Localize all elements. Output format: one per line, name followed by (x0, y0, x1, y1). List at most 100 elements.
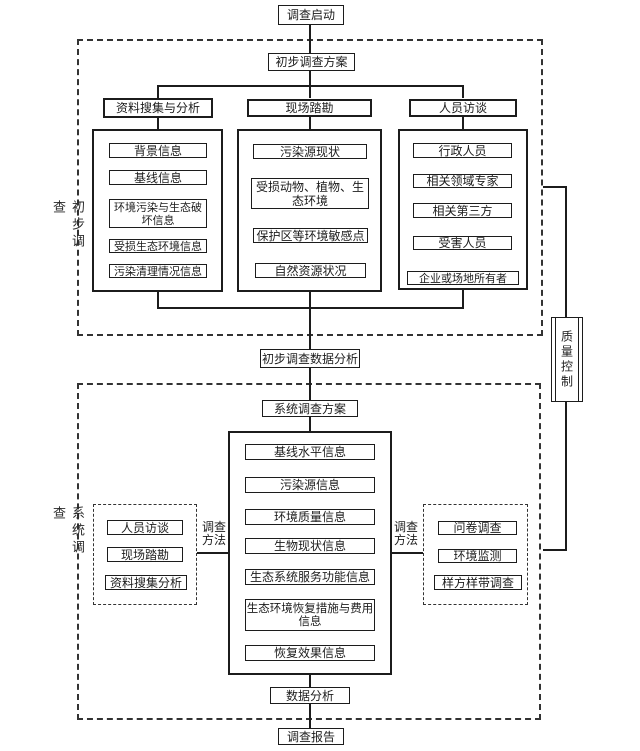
connector (309, 703, 311, 728)
right-methods-frame (423, 504, 528, 605)
start-node: 调查启动 (278, 5, 344, 25)
item-box: 生态环境恢复措施与费用信息 (245, 599, 375, 631)
item-box: 保护区等环境敏感点 (253, 228, 368, 243)
interviews-group (398, 129, 528, 290)
item-box: 行政人员 (413, 143, 512, 158)
connector (309, 292, 311, 309)
connector (543, 549, 567, 551)
item-box: 基线信息 (109, 170, 207, 185)
item-label: 保护区等环境敏感点 (256, 228, 365, 243)
column-header-label: 现场踏勘 (285, 101, 334, 115)
item-box: 资料搜集分析 (105, 575, 187, 590)
connector (309, 416, 311, 431)
item-box: 相关领域专家 (413, 174, 512, 188)
item-label: 受损动物、植物、生态环境 (255, 179, 364, 208)
column-header-site-survey: 现场踏勘 (247, 99, 372, 117)
item-label: 问卷调查 (453, 521, 502, 535)
item-box: 样方样带调查 (434, 575, 522, 590)
left-methods-frame (93, 504, 197, 605)
column-header-label: 资料搜集与分析 (115, 101, 200, 115)
connector (309, 85, 311, 98)
item-label: 人员访谈 (120, 520, 169, 535)
connector (462, 85, 464, 98)
item-box: 人员访谈 (107, 520, 183, 535)
item-box: 问卷调查 (438, 521, 517, 535)
item-box: 污染清理情况信息 (109, 264, 207, 278)
column-header-interviews: 人员访谈 (409, 99, 517, 117)
connector (462, 117, 464, 129)
item-label: 生态系统服务功能信息 (249, 570, 370, 584)
item-label: 现场踏勘 (120, 547, 169, 562)
connector (309, 675, 311, 687)
item-box: 现场踏勘 (107, 547, 183, 562)
item-label: 相关领域专家 (426, 174, 499, 188)
system-survey-center-group (228, 431, 392, 675)
item-label: 污染清理情况信息 (114, 264, 202, 278)
item-box: 受害人员 (413, 236, 512, 250)
site-survey-group (237, 129, 382, 292)
item-label: 环境质量信息 (273, 510, 346, 524)
item-label: 企业或场地所有者 (419, 271, 507, 285)
connector (565, 402, 567, 551)
quality-control-sidebar (555, 318, 556, 401)
start-node-label: 调查启动 (286, 8, 335, 22)
item-box: 企业或场地所有者 (407, 271, 519, 285)
item-label: 环境监测 (453, 549, 502, 563)
item-label: 样方样带调查 (441, 575, 514, 590)
preliminary-stage-label: 初步调查 (50, 200, 84, 251)
connector (197, 552, 228, 554)
connector (309, 24, 311, 53)
quality-control-sidebar (578, 318, 579, 401)
item-box: 污染源信息 (245, 477, 375, 493)
item-label: 资料搜集分析 (109, 575, 182, 590)
preliminary-data-analysis-label: 初步调查数据分析 (261, 351, 358, 366)
item-box: 环境污染与生态破坏信息 (109, 199, 207, 228)
item-box: 生态系统服务功能信息 (245, 569, 375, 585)
item-box: 受损动物、植物、生态环境 (251, 178, 369, 209)
report-label: 调查报告 (286, 729, 335, 744)
item-label: 相关第三方 (432, 203, 493, 218)
system-stage-label: 系统调查 (50, 506, 84, 557)
connector (309, 307, 311, 349)
item-box: 污染源现状 (253, 144, 367, 159)
item-label: 环境污染与生态破坏信息 (114, 200, 202, 227)
item-label: 生态环境恢复措施与费用信息 (246, 600, 374, 628)
item-box: 恢复效果信息 (245, 645, 375, 661)
item-box: 自然资源状况 (255, 263, 366, 278)
item-box: 相关第三方 (413, 203, 512, 218)
item-label: 基线信息 (133, 170, 182, 185)
connector (309, 70, 311, 86)
connector (157, 117, 159, 129)
item-box: 受损生态环境信息 (109, 239, 207, 253)
item-box: 环境监测 (438, 549, 517, 563)
system-plan-node: 系统调查方案 (262, 400, 358, 417)
item-label: 背景信息 (133, 143, 182, 158)
quality-control-node: 质量控制 (551, 317, 583, 402)
system-plan-label: 系统调查方案 (273, 401, 346, 416)
data-collection-group (92, 129, 223, 292)
item-label: 基线水平信息 (273, 445, 346, 459)
data-analysis-node: 数据分析 (270, 687, 350, 704)
connector (543, 186, 567, 188)
data-analysis-label: 数据分析 (285, 688, 334, 703)
item-box: 生物现状信息 (245, 538, 375, 554)
connector (309, 117, 311, 129)
item-label: 生物现状信息 (273, 539, 346, 553)
column-header-label: 人员访谈 (438, 101, 487, 115)
quality-control-label: 质量控制 (559, 329, 574, 390)
right-method-label: 调查方法 (393, 520, 418, 547)
connector (391, 552, 423, 554)
connector (462, 290, 464, 309)
report-node: 调查报告 (278, 728, 344, 745)
item-label: 自然资源状况 (274, 263, 347, 278)
preliminary-plan-label: 初步调查方案 (275, 55, 348, 69)
item-box: 基线水平信息 (245, 444, 375, 460)
item-label: 受损生态环境信息 (114, 239, 202, 253)
preliminary-data-analysis-node: 初步调查数据分析 (260, 349, 360, 368)
connector (157, 85, 159, 98)
item-label: 污染源信息 (279, 478, 340, 492)
connector (157, 292, 159, 309)
item-box: 环境质量信息 (245, 509, 375, 525)
left-method-label: 调查方法 (201, 520, 226, 547)
